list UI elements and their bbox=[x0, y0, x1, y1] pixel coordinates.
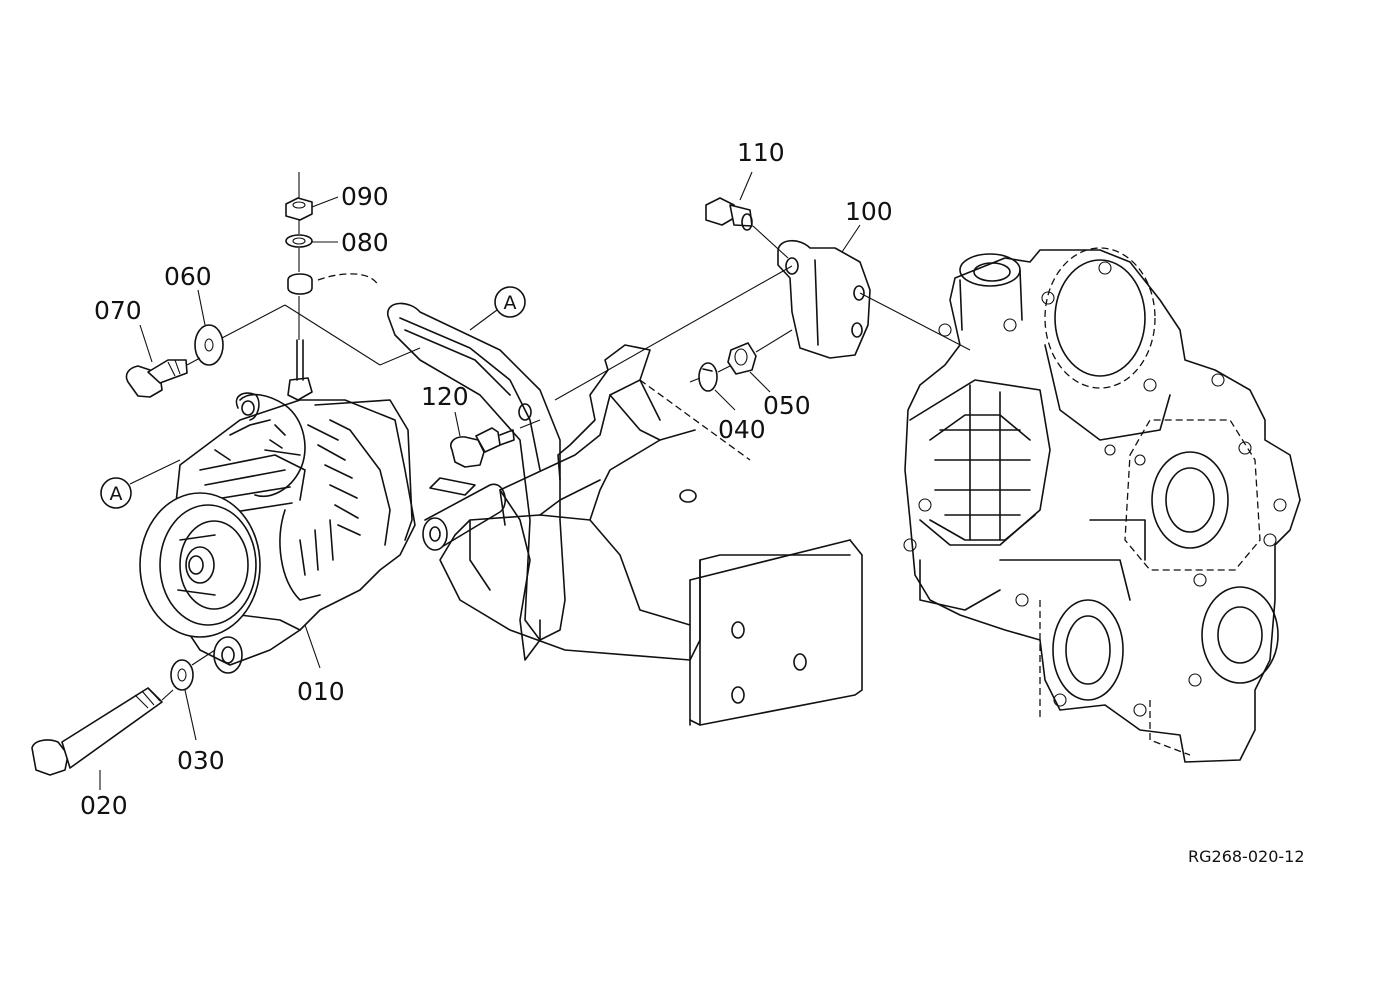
label-leaders bbox=[99, 171, 861, 790]
bolt-110 bbox=[705, 197, 753, 231]
bolt-070 bbox=[125, 359, 188, 398]
washer-030 bbox=[170, 659, 194, 691]
callout-a-lower: A bbox=[100, 477, 132, 509]
alternator-bracket bbox=[387, 302, 863, 726]
label-040: 040 bbox=[718, 415, 766, 444]
stud-washer bbox=[287, 273, 379, 295]
label-060: 060 bbox=[164, 262, 212, 291]
label-090: 090 bbox=[341, 182, 389, 211]
reference-code: RG268-020-12 bbox=[1188, 847, 1305, 866]
label-050: 050 bbox=[763, 391, 811, 420]
callout-a-upper: A bbox=[494, 286, 526, 318]
stay-100 bbox=[777, 239, 871, 359]
label-080: 080 bbox=[341, 228, 389, 257]
label-030: 030 bbox=[177, 746, 225, 775]
label-020: 020 bbox=[80, 791, 128, 820]
label-010: 010 bbox=[297, 677, 345, 706]
bolt-020 bbox=[31, 687, 163, 776]
alternator bbox=[139, 339, 416, 674]
washer-060 bbox=[194, 324, 224, 366]
nut-050 bbox=[727, 342, 757, 375]
bolt-120 bbox=[450, 427, 515, 468]
label-100: 100 bbox=[845, 197, 893, 226]
lock-washer-080 bbox=[285, 234, 313, 248]
gear-case bbox=[903, 247, 1301, 763]
callout-a-lower-text: A bbox=[110, 483, 123, 505]
washer-040 bbox=[698, 362, 718, 392]
nut-090 bbox=[285, 197, 313, 221]
assembly-lines bbox=[161, 172, 971, 701]
label-120: 120 bbox=[421, 382, 469, 411]
label-110: 110 bbox=[737, 138, 785, 167]
label-070: 070 bbox=[94, 296, 142, 325]
callout-a-upper-text: A bbox=[504, 292, 517, 314]
